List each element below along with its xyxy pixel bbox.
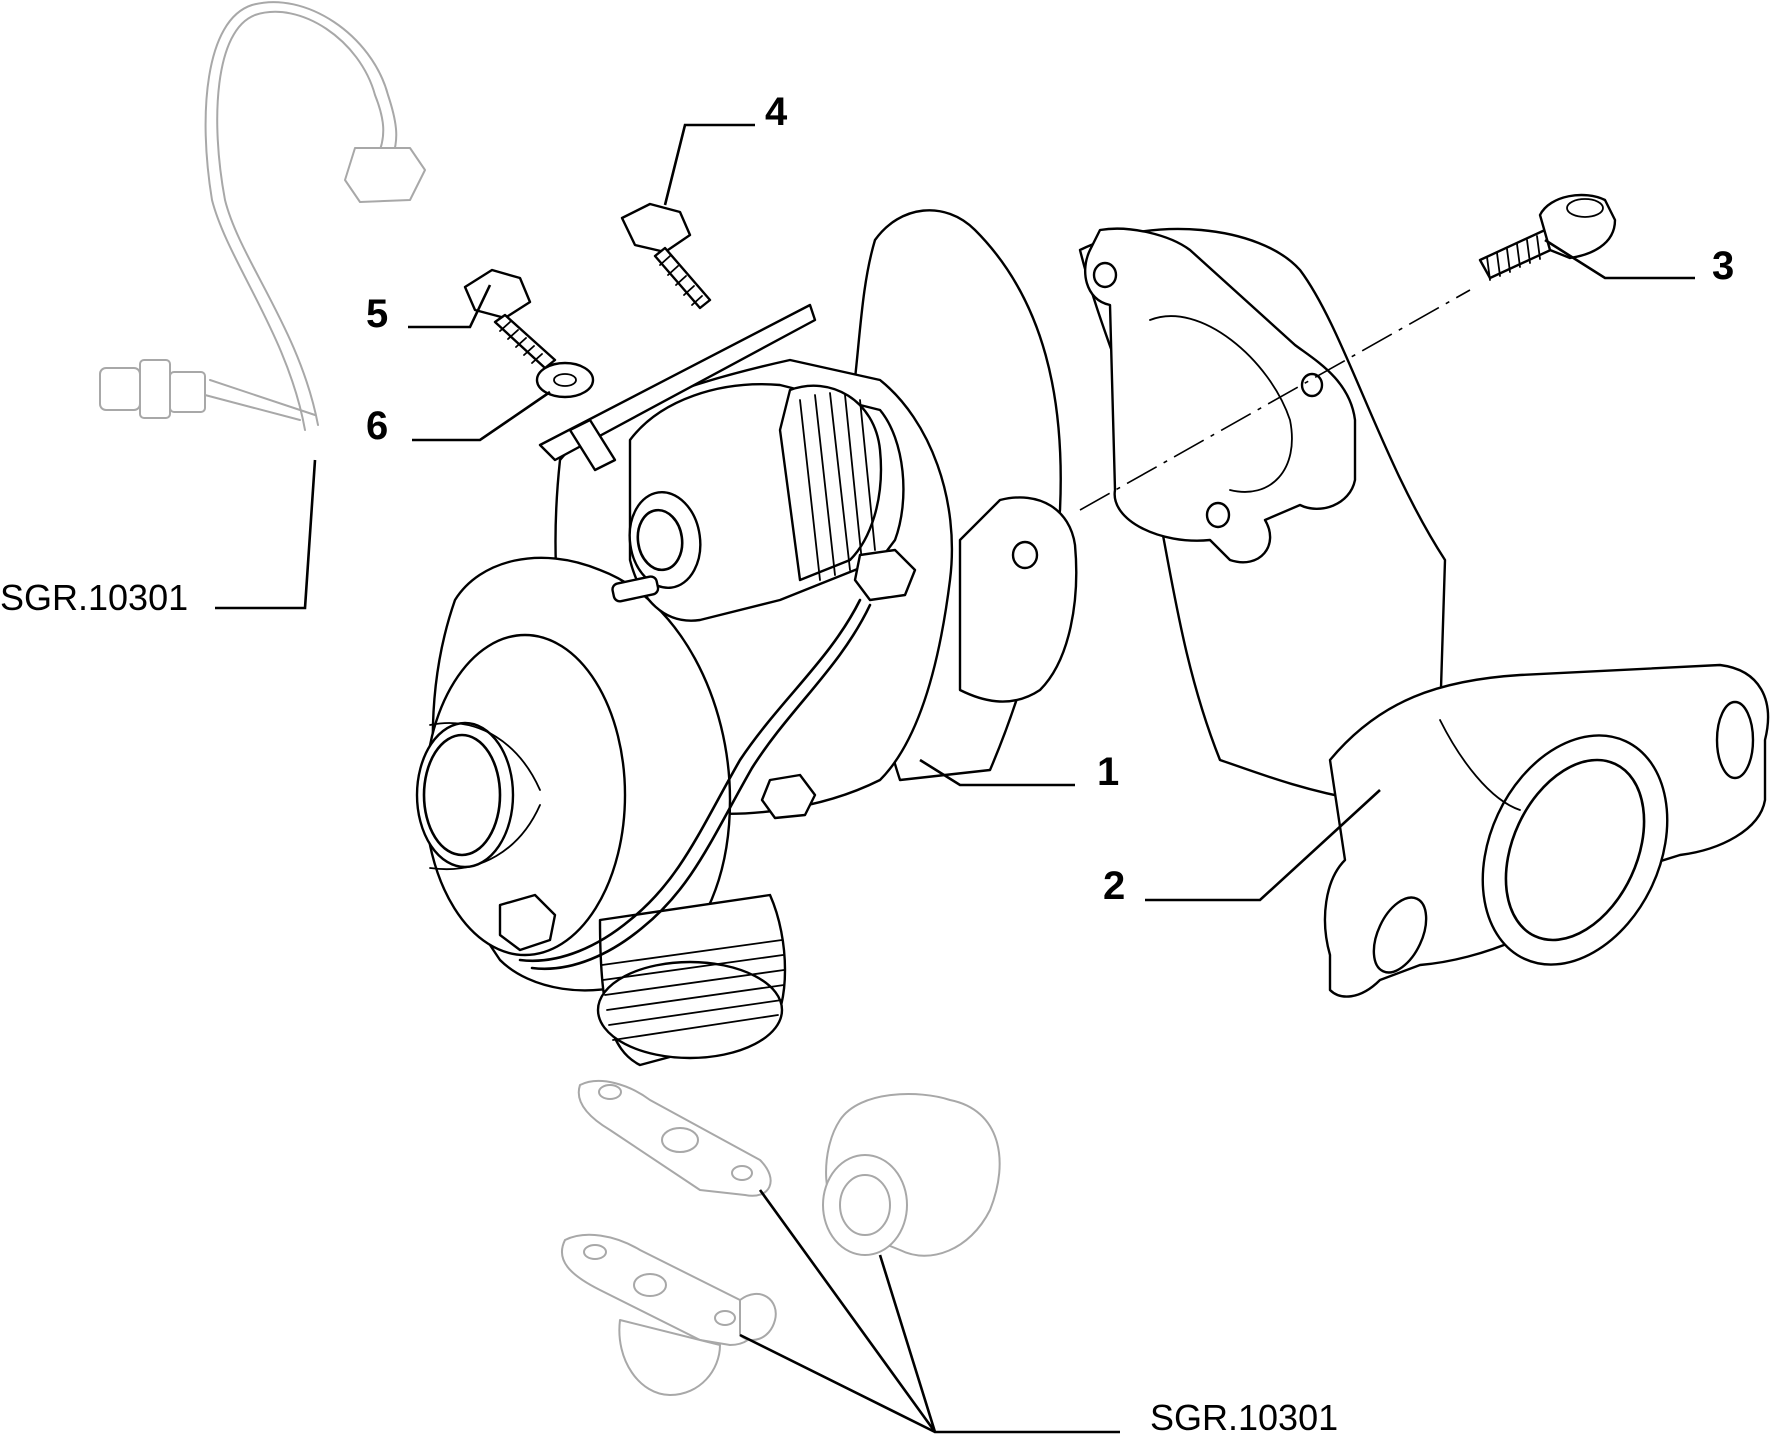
callout-3[interactable]: 3 [1712,244,1735,288]
gasket-set-ghost[interactable] [560,1080,1001,1396]
reference-gaskets[interactable]: SGR.10301 [1150,1397,1339,1435]
callout-2[interactable]: 2 [1103,864,1126,908]
exhaust-elbow-part-2[interactable] [1078,227,1770,998]
bolt-part-4[interactable] [620,202,712,310]
turbocharger-part-1[interactable] [415,209,1078,1067]
reference-oil-feed-pipe[interactable]: SGR.10301 [0,577,189,618]
bolt-part-5[interactable] [463,268,557,370]
oil-feed-pipe[interactable] [99,1,426,431]
leader-lines [215,123,1695,1434]
callout-6[interactable]: 6 [366,404,389,448]
callout-1[interactable]: 1 [1097,750,1120,794]
callout-4[interactable]: 4 [765,90,788,134]
bolt-part-3[interactable] [1478,193,1617,281]
alignment-axis [1079,289,1471,511]
washer-part-6[interactable] [535,361,595,399]
callout-5[interactable]: 5 [366,292,389,336]
